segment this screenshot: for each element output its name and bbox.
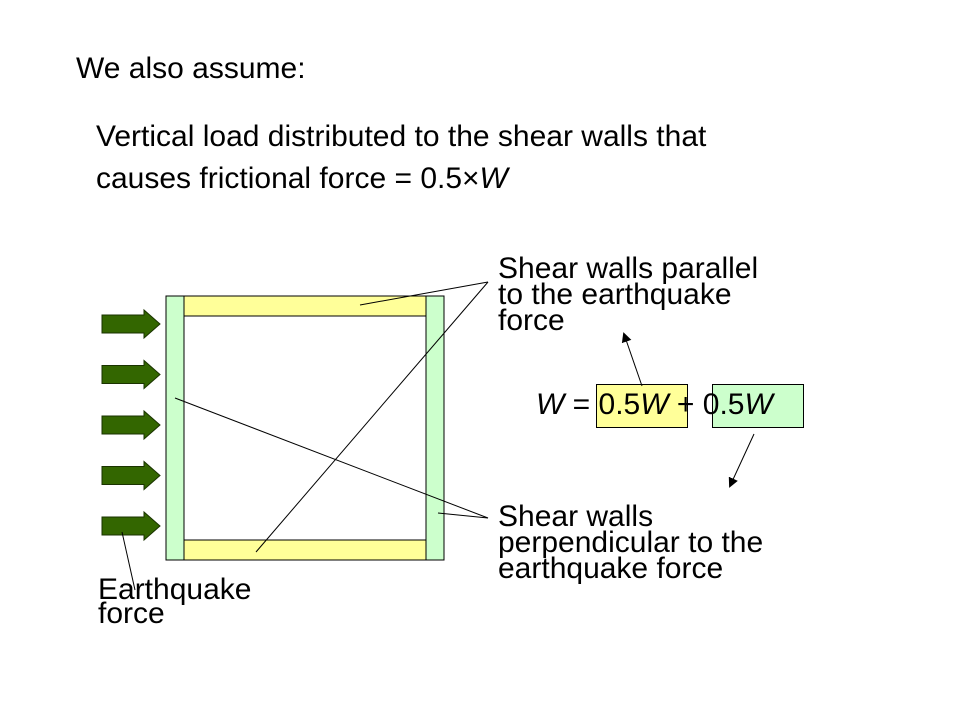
earthquake-arrow — [101, 308, 161, 340]
equation-term-parallel: 0.5W — [598, 388, 669, 421]
pointer-arrow-to-perpendicular — [728, 433, 755, 488]
parallel-wall-top — [183, 295, 427, 317]
assumption-text: Vertical load distributed to the shear w… — [96, 116, 706, 200]
leader-line-perpendicular-right — [437, 512, 489, 519]
perpendicular-wall-right — [425, 295, 445, 561]
earthquake-arrow — [101, 359, 161, 390]
page-title: We also assume: — [76, 52, 306, 85]
leader-line-parallel-bottom — [255, 281, 489, 553]
earthquake-arrows — [101, 308, 161, 542]
earthquake-arrow — [101, 409, 161, 441]
leader-line-parallel-top — [359, 281, 489, 306]
parallel-wall-bottom — [183, 539, 427, 561]
label-earthquake-force: Earthquake force — [98, 573, 252, 630]
leader-line-perpendicular-left — [174, 397, 489, 519]
earthquake-arrow — [101, 510, 161, 542]
assumption-line-1: Vertical load distributed to the shear w… — [96, 120, 707, 153]
earthquake-arrow — [101, 460, 161, 491]
pointer-arrow-to-parallel — [621, 332, 643, 387]
perpendicular-wall-left — [165, 295, 185, 561]
equation-term-perpendicular: 0.5W — [702, 388, 773, 421]
load-equation: W = 0.5W + 0.5W — [536, 384, 804, 428]
label-parallel-walls: Shear walls parallel to the earthquake f… — [498, 252, 759, 337]
weight-variable: W — [479, 162, 508, 195]
label-perpendicular-walls: Shear walls perpendicular to the earthqu… — [498, 500, 764, 585]
assumption-line-2: causes frictional force = 0.5×W — [96, 162, 508, 195]
leader-line-earthquake — [121, 531, 136, 591]
